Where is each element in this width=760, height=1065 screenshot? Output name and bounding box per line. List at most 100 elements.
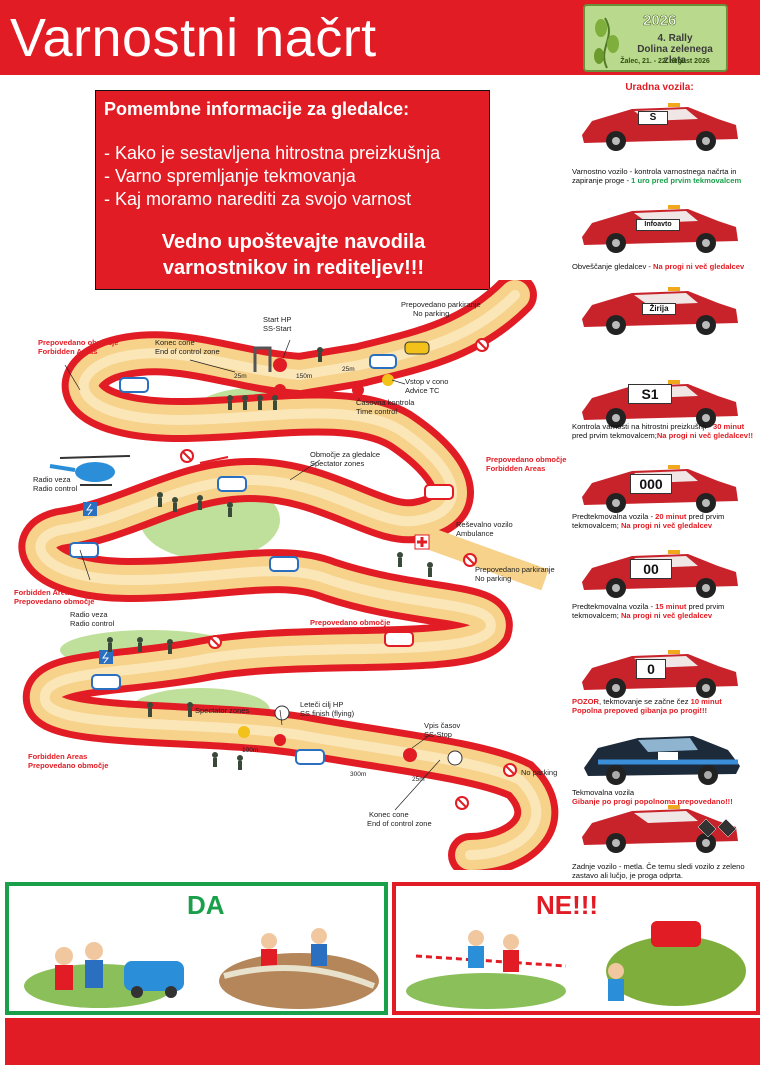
official-car: 000 — [578, 457, 743, 515]
rally-car-icon — [91, 674, 121, 690]
info-heading: Pomembne informacije za gledalce: — [104, 99, 410, 119]
car-plate: 00 — [630, 559, 672, 579]
yes-label: DA — [187, 890, 225, 920]
do-illustration — [24, 928, 379, 1009]
car-caption: Predtekmovalna vozila - 15 minut pred pr… — [572, 602, 725, 620]
radio-icon — [83, 502, 97, 516]
spectator-info-box: Pomembne informacije za gledalce: - Kako… — [95, 90, 490, 290]
logo-name-line1: 4. Rally — [657, 33, 693, 44]
info-item: - Kako je sestavljena hitrostna preizkuš… — [104, 143, 441, 163]
rally-car-icon — [424, 484, 454, 500]
tc-sign-icon — [382, 374, 394, 386]
official-car-icon — [582, 805, 738, 853]
side-road — [416, 524, 549, 591]
do-example-box: DA — [5, 882, 388, 1015]
rally-car-icon — [651, 921, 701, 947]
distance-100m: 100m — [242, 747, 259, 754]
no-parking-icon — [475, 338, 489, 352]
helicopter-icon — [49, 455, 131, 486]
official-car — [578, 797, 743, 855]
car-plate: Žirija — [642, 303, 676, 315]
car-caption: Varnostno vozilo - kontrola varnostnega … — [572, 167, 742, 185]
distance-300m: 300m — [350, 771, 367, 778]
car-caption: Kontrola varnosti na hitrostni preizkušn… — [572, 422, 754, 440]
rally-car-icon — [119, 377, 149, 393]
start-gate-icon — [253, 346, 272, 372]
rally-car-icon — [369, 354, 397, 369]
road-center — [35, 290, 542, 860]
official-car: Žirija — [578, 279, 743, 337]
logo-year: 2026 — [643, 12, 677, 30]
rally-car-icon — [124, 961, 184, 991]
rally-car-icon — [404, 341, 430, 355]
finish-red-icon — [274, 734, 286, 746]
car-plate: S1 — [628, 384, 672, 404]
stop-sign-icon — [274, 384, 286, 396]
warning-line1: Vedno upoštevajte navodila — [161, 231, 426, 253]
ambulance-icon — [417, 537, 427, 547]
rally-car-icon — [269, 556, 299, 572]
finish-yellow-icon — [238, 726, 250, 738]
distance-25m: 25m — [234, 373, 247, 380]
car-plate: S — [638, 111, 668, 125]
hop-plant-icon — [594, 17, 619, 69]
footer-bar — [5, 1018, 760, 1065]
forbidden-sign-icon — [455, 796, 469, 810]
time-control-icon — [352, 384, 364, 396]
rally-car-icon — [584, 736, 740, 785]
dont-illustration — [406, 921, 746, 1009]
official-car: 00 — [578, 542, 743, 600]
rally-car-icon — [295, 749, 325, 765]
radio-icon — [99, 650, 113, 664]
end-zone-white-icon — [447, 750, 463, 766]
official-car: S — [578, 95, 743, 153]
start-sign-icon — [273, 358, 287, 372]
cars-heading: Uradna vozila: — [625, 82, 694, 93]
stopwatch-icon — [274, 705, 290, 721]
official-car — [578, 722, 743, 785]
car-caption: Obveščanje gledalcev - Na progi ni več g… — [572, 262, 745, 271]
spectator-group — [107, 347, 433, 770]
forbidden-sign-icon — [180, 449, 194, 463]
official-car: Infoavto — [578, 197, 743, 255]
info-item: - Varno spremljanje tekmovanja — [104, 166, 356, 186]
car-caption: Predtekmovalna vozila - 20 minut pred pr… — [572, 512, 725, 530]
distance-25m: 25m — [342, 366, 355, 373]
car-plate: Infoavto — [636, 219, 680, 231]
car-plate: 000 — [630, 474, 672, 494]
rally-car-icon — [217, 476, 247, 492]
fence-icon — [199, 456, 229, 464]
no-parking-icon — [463, 553, 477, 567]
logo-date: Žalec, 21. - 22. avgust 2026 — [620, 58, 710, 65]
dont-example-box: NE!!! — [392, 882, 760, 1015]
official-car: S1 — [578, 372, 743, 430]
stop-red-icon — [403, 748, 417, 762]
label-no-parking3: No parking — [521, 768, 558, 777]
distance-150m: 150m — [296, 373, 313, 380]
info-item: - Kaj moramo narediti za svojo varnost — [104, 189, 412, 209]
distance-25m: 25m — [412, 776, 425, 783]
page-title: Varnostni načrt — [10, 8, 377, 68]
car-plate: 0 — [636, 659, 666, 679]
